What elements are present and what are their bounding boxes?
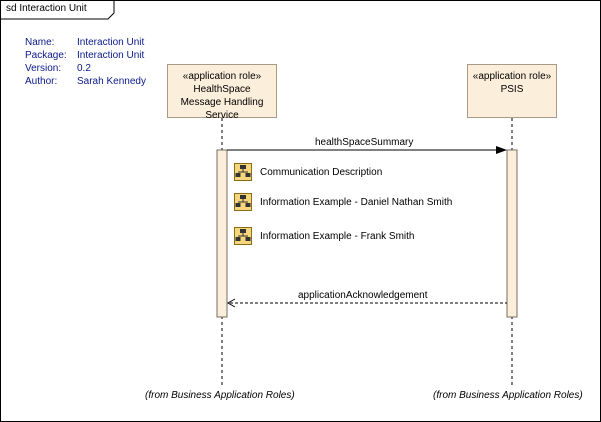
note-label: Information Example - Frank Smith	[260, 230, 415, 242]
meta-value: 0.2	[77, 63, 91, 74]
lifeline-2-from: (from Business Application Roles)	[433, 390, 583, 401]
lifeline-stereotype: «application role»	[472, 71, 552, 82]
lifeline-1-from: (from Business Application Roles)	[145, 390, 295, 401]
meta-row-version: Version: 0.2	[25, 62, 146, 75]
note-communication-description[interactable]: Communication Description	[234, 163, 382, 181]
org-chart-icon	[234, 193, 252, 211]
note-label: Information Example - Daniel Nathan Smit…	[260, 196, 453, 208]
meta-key: Name:	[25, 37, 55, 48]
message-label-sync[interactable]: healthSpaceSummary	[315, 137, 414, 148]
note-information-example-frank[interactable]: Information Example - Frank Smith	[234, 227, 415, 245]
message-label-return[interactable]: applicationAcknowledgement	[298, 290, 428, 301]
activation-bar-1	[216, 149, 228, 318]
org-chart-icon	[234, 227, 252, 245]
note-information-example-daniel[interactable]: Information Example - Daniel Nathan Smit…	[234, 193, 452, 211]
org-chart-icon	[234, 163, 252, 181]
meta-key: Version:	[25, 63, 62, 74]
activation-bar-2	[506, 149, 518, 318]
meta-key: Author:	[25, 76, 58, 87]
message-arrowhead-1	[496, 146, 507, 154]
frame-tab-outline	[1, 1, 115, 20]
meta-row-package: Package: Interaction Unit	[25, 49, 146, 62]
lifeline-name: HealthSpace Message Handling Service	[180, 84, 264, 121]
frame-title: sd Interaction Unit	[6, 3, 87, 14]
meta-key: Package:	[25, 50, 67, 61]
meta-value: Sarah Kennedy	[77, 76, 146, 87]
note-label: Communication Description	[260, 166, 383, 178]
diagram-metadata: Name: Interaction Unit Package: Interact…	[25, 36, 146, 88]
lifeline-stereotype: «application role»	[182, 71, 262, 82]
lifeline-psis-head[interactable]: «application role» PSIS	[467, 64, 557, 118]
meta-row-author: Author: Sarah Kennedy	[25, 75, 146, 88]
lifeline-healthspace-head[interactable]: «application role» HealthSpace Message H…	[167, 64, 277, 121]
message-arrowhead-2	[226, 298, 236, 308]
meta-row-name: Name: Interaction Unit	[25, 36, 146, 49]
meta-value: Interaction Unit	[77, 37, 145, 48]
meta-value: Interaction Unit	[77, 50, 145, 61]
lifeline-name: PSIS	[500, 84, 524, 95]
